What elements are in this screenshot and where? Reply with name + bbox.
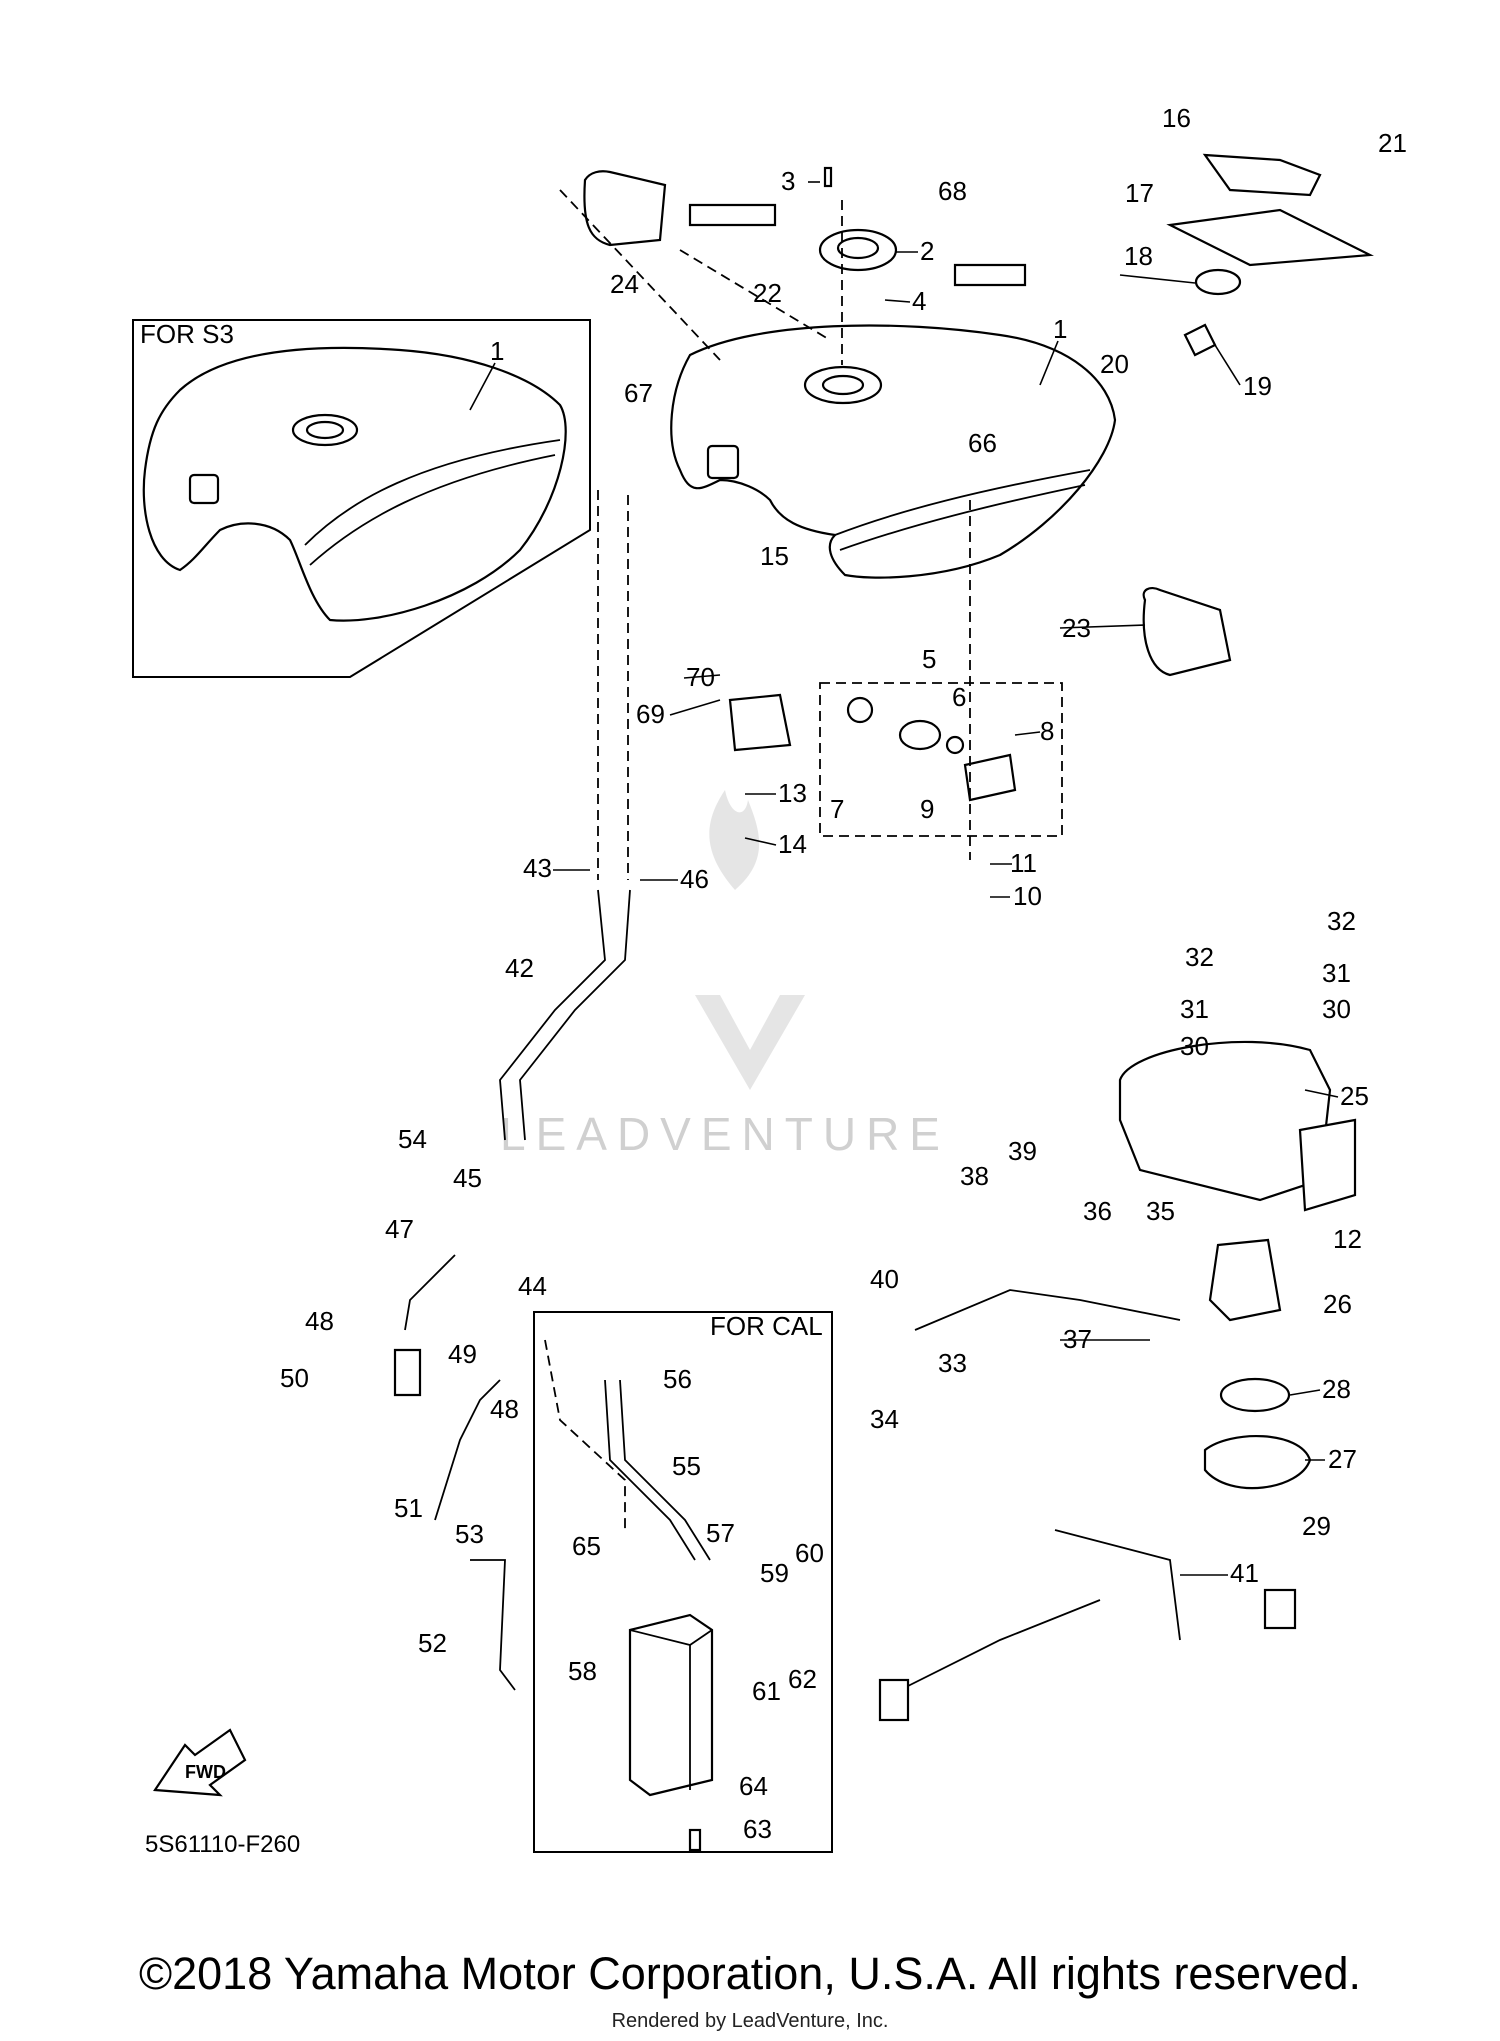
- callout-58: 58: [568, 1656, 597, 1686]
- callout-25: 25: [1340, 1081, 1369, 1111]
- fuel-cap-assembly: [818, 166, 898, 365]
- fuel-cock-group: [728, 682, 1063, 837]
- canister: [628, 1613, 714, 1797]
- callout-12: 12: [1333, 1224, 1362, 1254]
- bracket-assembly: [1166, 153, 1375, 357]
- callout-19: 19: [1243, 371, 1272, 401]
- for-s3-box: FOR S3: [132, 319, 591, 678]
- callout-67: 67: [624, 378, 653, 408]
- callout-16: 16: [1162, 103, 1191, 133]
- callout-14: 14: [778, 829, 807, 859]
- callout-5: 5: [922, 644, 936, 674]
- callout-4: 4: [912, 286, 926, 316]
- callout-40: 40: [870, 1264, 899, 1294]
- fwd-arrow: FWD: [153, 1728, 247, 1797]
- callout-62: 62: [788, 1664, 817, 1694]
- callout-35: 35: [1146, 1196, 1175, 1226]
- callout-61: 61: [752, 1676, 781, 1706]
- callout-42: 42: [505, 953, 534, 983]
- callout-47: 47: [385, 1214, 414, 1244]
- watermark-text: LEADVENTURE: [500, 1108, 950, 1160]
- callout-29: 29: [1302, 1511, 1331, 1541]
- parts-diagram: LEADVENTURE FOR S3 FOR CAL: [132, 103, 1407, 1853]
- callout-1: 1: [1053, 314, 1067, 344]
- callout-10: 10: [1013, 881, 1042, 911]
- callout-48: 48: [305, 1306, 334, 1336]
- callout-34: 34: [870, 1404, 899, 1434]
- hoses-left: [393, 889, 631, 1691]
- callout-3: 3: [781, 166, 795, 196]
- callout-31: 31: [1322, 958, 1351, 988]
- callout-69: 69: [636, 699, 665, 729]
- callout-53: 53: [455, 1519, 484, 1549]
- for-cal-box: FOR CAL: [533, 1311, 833, 1853]
- callout-labels: 1 1 2 3 4 5 6 7 8 9 10 11 12 13 14 15 16…: [280, 103, 1407, 1844]
- callout-68: 68: [938, 176, 967, 206]
- callout-38: 38: [960, 1161, 989, 1191]
- callout-50: 50: [280, 1363, 309, 1393]
- callout-39: 39: [1008, 1136, 1037, 1166]
- callout-32: 32: [1185, 942, 1214, 972]
- callout-44: 44: [518, 1271, 547, 1301]
- callout-2: 2: [920, 236, 934, 266]
- callout-60: 60: [795, 1538, 824, 1568]
- callout-30: 30: [1180, 1031, 1209, 1061]
- callout-52: 52: [418, 1628, 447, 1658]
- callout-20: 20: [1100, 349, 1129, 379]
- callout-49: 49: [448, 1339, 477, 1369]
- callout-26: 26: [1323, 1289, 1352, 1319]
- callout-37: 37: [1063, 1324, 1092, 1354]
- callout-7: 7: [830, 794, 844, 824]
- callout-15: 15: [760, 541, 789, 571]
- callout-8: 8: [1040, 716, 1054, 746]
- callout-55: 55: [672, 1451, 701, 1481]
- callout-18: 18: [1124, 241, 1153, 271]
- tank-pads: [583, 170, 1232, 677]
- callout-59: 59: [760, 1558, 789, 1588]
- callout-56: 56: [663, 1364, 692, 1394]
- callout-27: 27: [1328, 1444, 1357, 1474]
- callout-64: 64: [739, 1771, 768, 1801]
- callout-33: 33: [938, 1348, 967, 1378]
- callout-6: 6: [952, 682, 966, 712]
- callout-63: 63: [743, 1814, 772, 1844]
- callout-21: 21: [1378, 128, 1407, 158]
- leader-lines: [469, 181, 1339, 1576]
- callout-36: 36: [1083, 1196, 1112, 1226]
- dashed-guides: [559, 189, 971, 880]
- callout-1: 1: [490, 336, 504, 366]
- for-cal-title: FOR CAL: [710, 1311, 823, 1341]
- callout-48: 48: [490, 1394, 519, 1424]
- callout-24: 24: [610, 269, 639, 299]
- callout-45: 45: [453, 1163, 482, 1193]
- callout-31: 31: [1180, 994, 1209, 1024]
- callout-65: 65: [572, 1531, 601, 1561]
- leadventure-watermark: LEADVENTURE: [500, 790, 950, 1160]
- callout-51: 51: [394, 1493, 423, 1523]
- callout-57: 57: [706, 1518, 735, 1548]
- fuel-tank-main: [670, 324, 1117, 579]
- callout-9: 9: [920, 794, 934, 824]
- callout-46: 46: [680, 864, 709, 894]
- fuel-pump-assembly: [878, 1040, 1357, 1722]
- callout-22: 22: [753, 278, 782, 308]
- callout-28: 28: [1322, 1374, 1351, 1404]
- for-s3-title: FOR S3: [140, 319, 234, 349]
- callout-66: 66: [968, 428, 997, 458]
- callout-54: 54: [398, 1124, 427, 1154]
- fwd-label: FWD: [185, 1762, 226, 1782]
- callout-17: 17: [1125, 178, 1154, 208]
- rendered-by: Rendered by LeadVenture, Inc.: [611, 2010, 889, 2032]
- callout-13: 13: [778, 778, 807, 808]
- callout-41: 41: [1230, 1558, 1259, 1588]
- diagram-code: 5S61110-F260: [145, 1831, 301, 1858]
- callout-11: 11: [1010, 848, 1037, 878]
- callout-43: 43: [523, 853, 552, 883]
- callout-30: 30: [1322, 994, 1351, 1024]
- fuel-tank-s3: [142, 346, 567, 622]
- copyright-notice: ©2018 Yamaha Motor Corporation, U.S.A. A…: [138, 1948, 1362, 1999]
- callout-32: 32: [1327, 906, 1356, 936]
